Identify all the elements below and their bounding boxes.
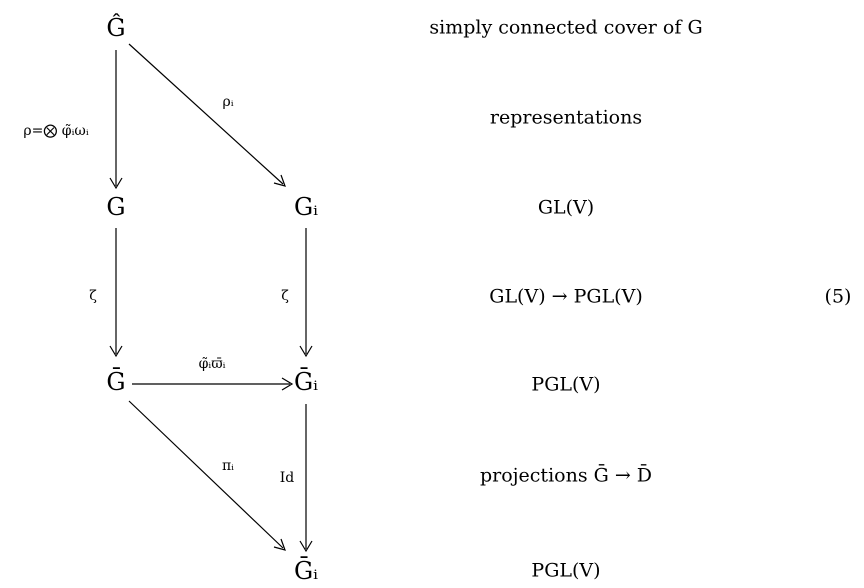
node-g: G xyxy=(106,193,126,221)
label-id: Id xyxy=(279,470,295,486)
arrow-ghat-to-g xyxy=(109,50,123,190)
annotation-representations: representations xyxy=(489,106,643,129)
annotation-gl-to-pgl: GL(V) → PGL(V) xyxy=(489,285,643,308)
annotation-pgl-bottom: PGL(V) xyxy=(531,559,601,582)
label-phi-omega: φ̃ᵢϖ̄ᵢ xyxy=(198,356,226,372)
annotation-cover: simply connected cover of G xyxy=(429,16,703,39)
node-g-i: Gᵢ xyxy=(294,193,318,221)
node-g-hat: Ĝ xyxy=(106,14,126,42)
node-g-bar-i: Ḡᵢ xyxy=(294,368,318,396)
equation-number: (5) xyxy=(824,285,852,308)
label-rho: ρ=⨂ φ̃ᵢωᵢ xyxy=(23,123,89,139)
annotation-pgl: PGL(V) xyxy=(531,373,601,396)
annotation-gl: GL(V) xyxy=(537,196,595,219)
arrow-ghat-to-gi xyxy=(128,43,286,187)
label-zeta-left: ζ xyxy=(89,288,97,304)
annotation-projections: projections Ḡ → D̄ xyxy=(479,464,653,487)
node-g-bar: Ḡ xyxy=(106,368,126,396)
arrow-gbar-to-gbari-bottom xyxy=(128,400,286,551)
label-pi-i: πᵢ xyxy=(221,458,235,474)
label-rho-i: ρᵢ xyxy=(222,94,234,110)
arrow-gbari-to-gbari-bottom xyxy=(299,404,313,553)
arrow-g-to-gbar xyxy=(109,228,123,358)
arrow-gbar-to-gbari xyxy=(132,377,294,391)
node-g-bar-i-bottom: Ḡᵢ xyxy=(294,557,318,585)
arrow-gi-to-gbari xyxy=(299,228,313,358)
label-zeta-right: ζ xyxy=(281,288,289,304)
